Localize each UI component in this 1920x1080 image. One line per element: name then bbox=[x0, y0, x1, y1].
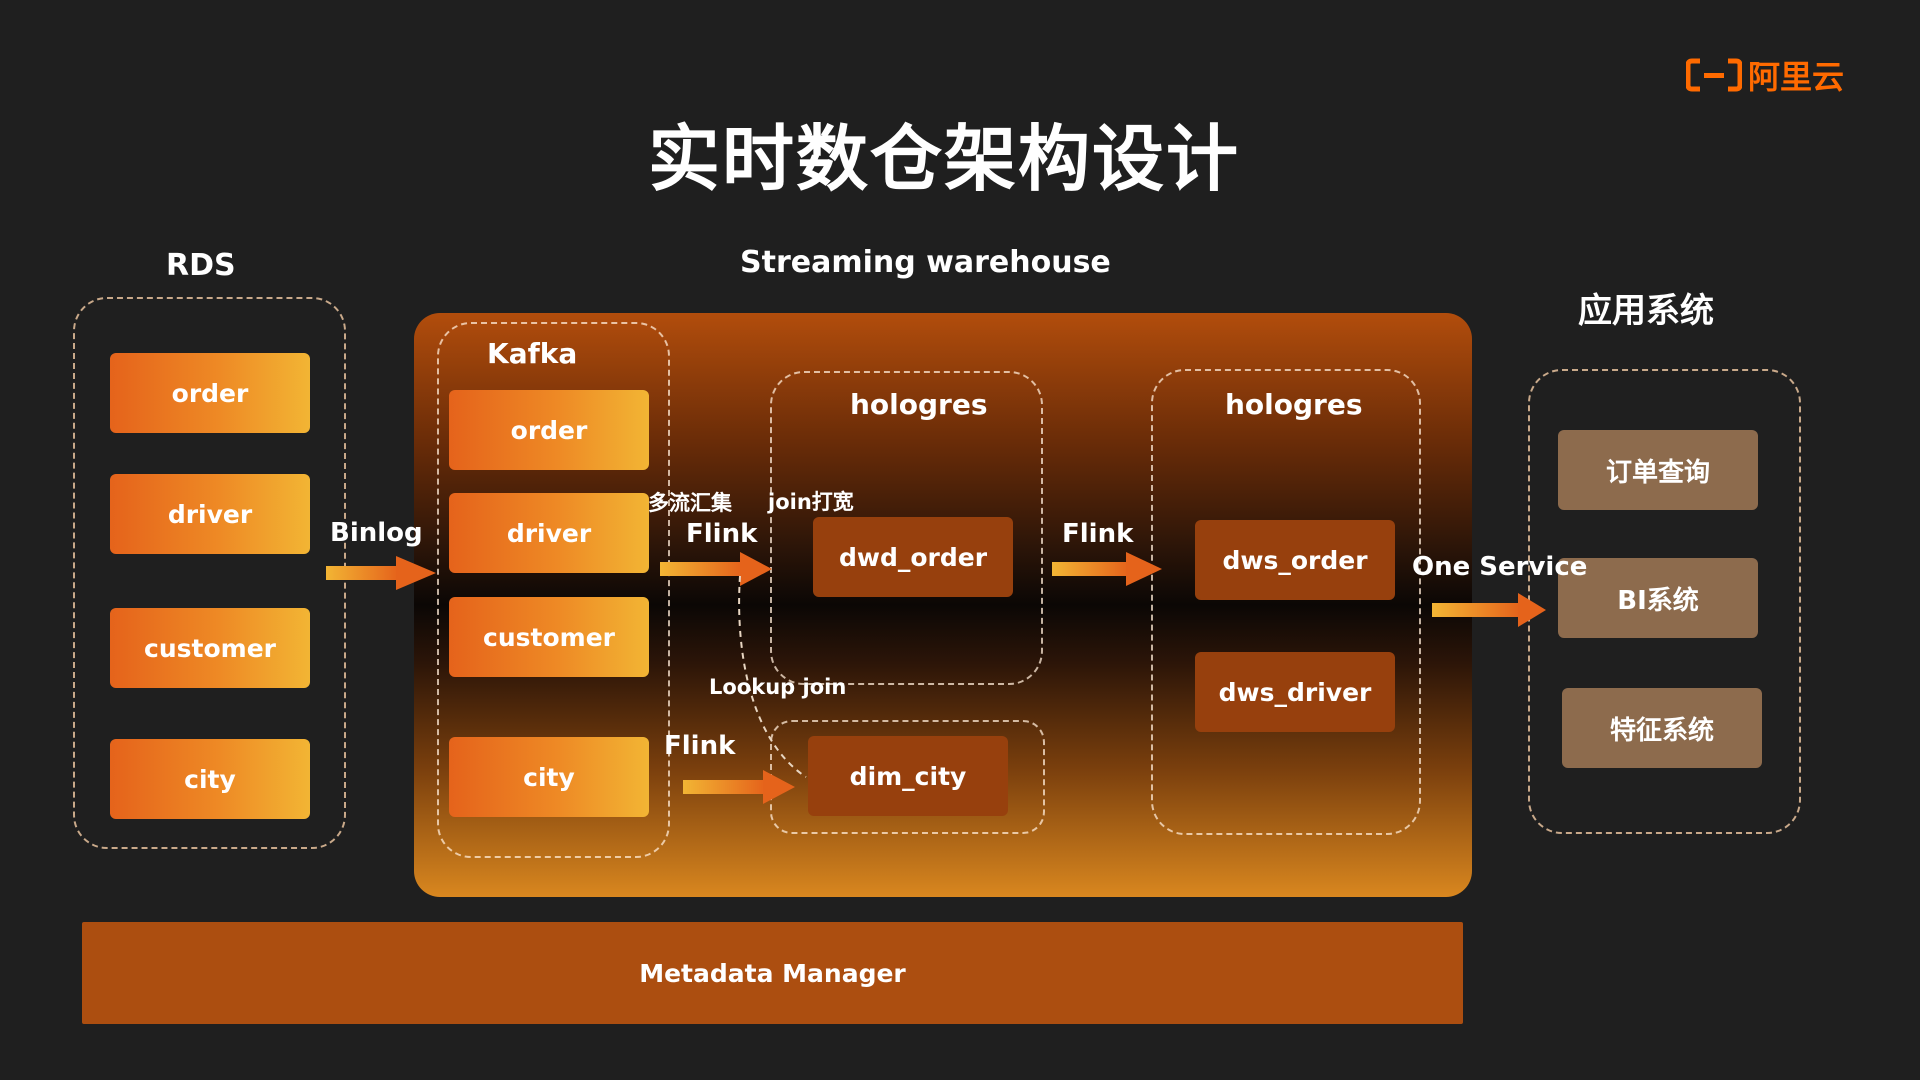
metadata-manager-bar: Metadata Manager bbox=[82, 922, 1463, 1024]
kafka-driver: driver bbox=[449, 493, 649, 573]
rds-customer: customer bbox=[110, 608, 310, 688]
flink-arrow-3 bbox=[683, 770, 795, 804]
kafka-group bbox=[437, 322, 670, 858]
flink-arrow-1 bbox=[660, 552, 772, 586]
hologres-dws-group bbox=[1151, 369, 1421, 835]
binlog-label: Binlog bbox=[330, 518, 423, 548]
app-feature-system: 特征系统 bbox=[1562, 688, 1762, 768]
rds-label: RDS bbox=[166, 248, 236, 283]
app-bi-system: BI系统 bbox=[1558, 558, 1758, 638]
dim-city: dim_city bbox=[808, 736, 1008, 816]
hologres-dwd-label: hologres bbox=[850, 388, 988, 421]
flink-label-3: Flink bbox=[664, 731, 736, 761]
one-service-arrow bbox=[1432, 593, 1546, 627]
hologres-dws-label: hologres bbox=[1225, 388, 1363, 421]
join-widen-label: join打宽 bbox=[768, 490, 854, 514]
binlog-arrow bbox=[326, 556, 436, 590]
kafka-customer: customer bbox=[449, 597, 649, 677]
brand-logo: 阿里云 bbox=[1685, 52, 1844, 98]
aliyun-logo-icon bbox=[1685, 58, 1742, 92]
lookup-join-connector bbox=[738, 575, 807, 778]
warehouse-label: Streaming warehouse bbox=[740, 245, 1111, 280]
app-order-query: 订单查询 bbox=[1558, 430, 1758, 510]
kafka-label: Kafka bbox=[487, 337, 578, 370]
dwd-order: dwd_order bbox=[813, 517, 1013, 597]
rds-driver: driver bbox=[110, 474, 310, 554]
dws-order: dws_order bbox=[1195, 520, 1395, 600]
flink-label-1: Flink bbox=[686, 519, 758, 549]
apps-label: 应用系统 bbox=[1578, 291, 1714, 331]
kafka-city: city bbox=[449, 737, 649, 817]
kafka-order: order bbox=[449, 390, 649, 470]
flink-label-2: Flink bbox=[1062, 519, 1134, 549]
multi-stream-label: 多流汇集 bbox=[648, 491, 732, 515]
page-title: 实时数仓架构设计 bbox=[647, 117, 1240, 201]
one-service-label: One Service bbox=[1412, 552, 1588, 582]
hologres-dwd-group bbox=[770, 371, 1043, 685]
flink-arrow-2 bbox=[1052, 552, 1162, 586]
logo-text: 阿里云 bbox=[1747, 58, 1844, 96]
lookup-join-label: Lookup join bbox=[709, 675, 847, 699]
rds-order: order bbox=[110, 353, 310, 433]
rds-city: city bbox=[110, 739, 310, 819]
dws-driver: dws_driver bbox=[1195, 652, 1395, 732]
